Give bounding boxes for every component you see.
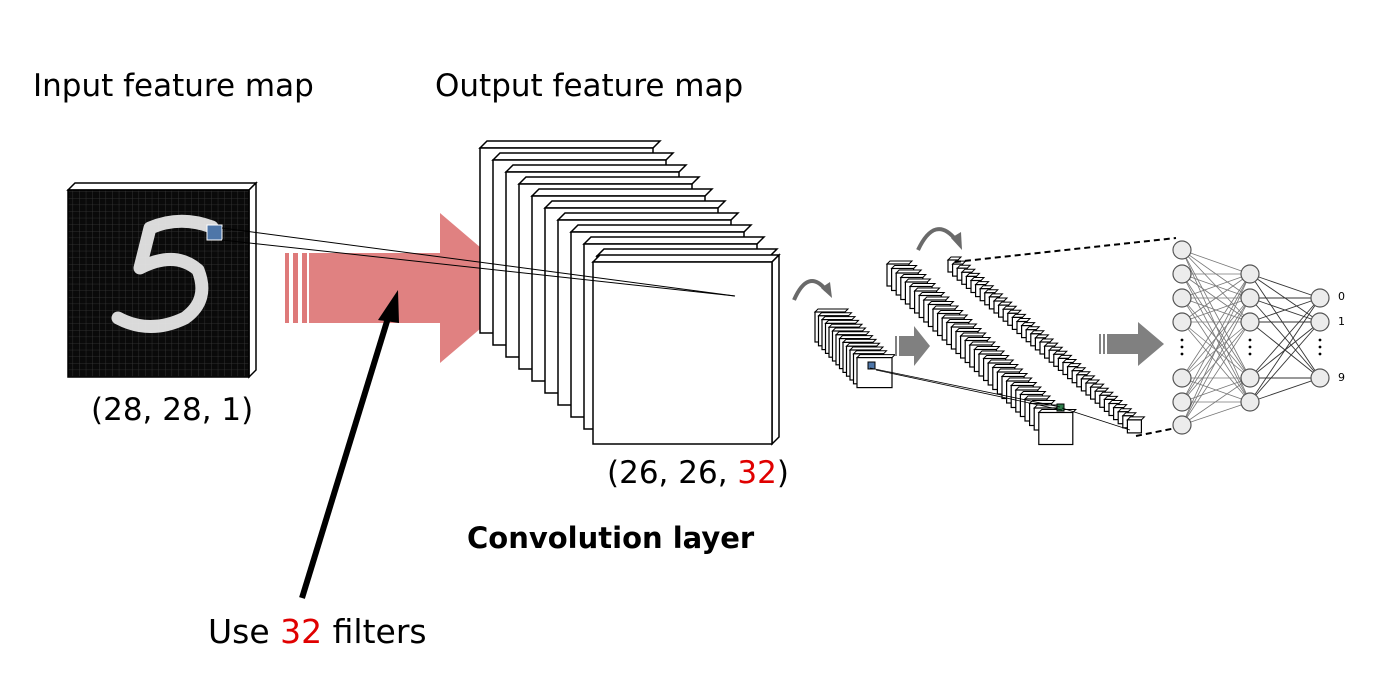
- nn-output-label-9: 9: [1338, 371, 1345, 384]
- nn-node: [1172, 240, 1192, 260]
- nn-node: [1172, 368, 1192, 388]
- mini-pixel-highlight: [867, 361, 876, 370]
- small-projection-lines: [869, 237, 1177, 437]
- nn-output-label-0: 0: [1338, 290, 1345, 303]
- nn-node: [1172, 312, 1192, 332]
- nn-node: [1172, 415, 1192, 435]
- ellipsis-dot: [1248, 338, 1252, 342]
- curved-arrow-icon: [792, 279, 832, 301]
- nn-node: [1240, 288, 1260, 308]
- ellipsis-dot: [1318, 352, 1322, 356]
- front-feature-map: [591, 253, 781, 446]
- ellipsis-dot: [1248, 345, 1252, 349]
- nn-node: [1240, 368, 1260, 388]
- ellipsis-dot: [1318, 338, 1322, 342]
- nn-node: [1240, 312, 1260, 332]
- convolution-arrow: [285, 213, 528, 363]
- filters-pointer-arrow: [299, 290, 399, 599]
- input-feature-map-title: Input feature map: [33, 68, 314, 104]
- gray-arrow-icon: [1099, 322, 1164, 366]
- projection-lines: [221, 227, 736, 297]
- nn-node: [1240, 264, 1260, 284]
- output-feature-stack: [478, 140, 781, 446]
- nn-node: [1172, 392, 1192, 412]
- fully-connected-network: [1172, 240, 1330, 435]
- ellipsis-dot: [1318, 345, 1322, 349]
- mini-pixel-highlight: [1056, 403, 1065, 412]
- nn-connections: [1181, 249, 1321, 426]
- nn-node: [1310, 312, 1330, 332]
- conv2-stack: [885, 260, 1078, 446]
- nn-output-label-1: 1: [1338, 315, 1345, 328]
- mini-feature-map: [855, 354, 897, 389]
- input-pixel-highlight: [206, 224, 223, 241]
- pooling-stack: [813, 308, 897, 389]
- nn-node: [1240, 392, 1260, 412]
- mini-feature-map: [1037, 409, 1078, 446]
- ellipsis-dot: [1180, 352, 1184, 356]
- curved-arrow-icon: [916, 227, 962, 251]
- nn-node: [1172, 264, 1192, 284]
- ellipsis-dot: [1248, 352, 1252, 356]
- input-shape-label: (28, 28, 1): [91, 392, 254, 428]
- convolution-layer-label: Convolution layer: [467, 521, 755, 555]
- filters-label: Use 32 filters: [208, 612, 427, 651]
- ellipsis-dot: [1180, 345, 1184, 349]
- gray-arrow-icon: [895, 326, 930, 366]
- digit-five-stroke: [111, 214, 219, 333]
- output-feature-map-title: Output feature map: [435, 68, 744, 104]
- flatten-stack: [946, 256, 1146, 434]
- nn-node: [1310, 368, 1330, 388]
- output-channels-count: 32: [737, 455, 777, 491]
- filters-count: 32: [280, 612, 323, 651]
- output-shape-label: (26, 26, 32): [607, 455, 789, 491]
- ellipsis-dot: [1180, 338, 1184, 342]
- nn-node: [1310, 288, 1330, 308]
- nn-node: [1172, 288, 1192, 308]
- mini-feature-map: [1126, 416, 1146, 434]
- input-image: [66, 181, 258, 379]
